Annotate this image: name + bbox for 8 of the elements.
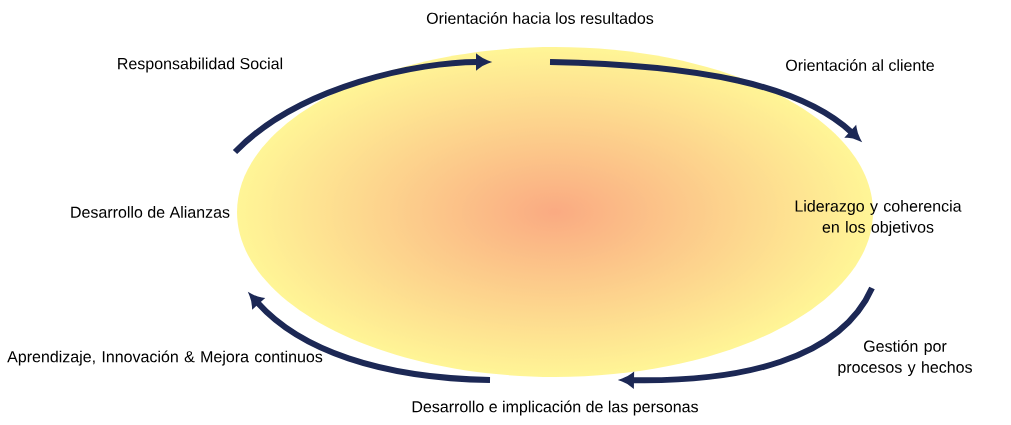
label-text: Desarrollo e implicación de las personas	[412, 400, 698, 416]
label-text: Liderazgo y coherencia en los objetivos	[795, 200, 962, 236]
label-text: Aprendizaje, Innovación & Mejora continuos	[7, 350, 323, 366]
label-text: Orientación hacia los resultados	[426, 12, 654, 24]
label-text: Desarrollo de Alianzas	[71, 206, 230, 218]
label-text: Gestión por procesos y hechos	[838, 339, 972, 377]
label-text: Orientación al cliente	[786, 59, 934, 71]
label-text: Responsabilidad Social	[118, 57, 283, 73]
